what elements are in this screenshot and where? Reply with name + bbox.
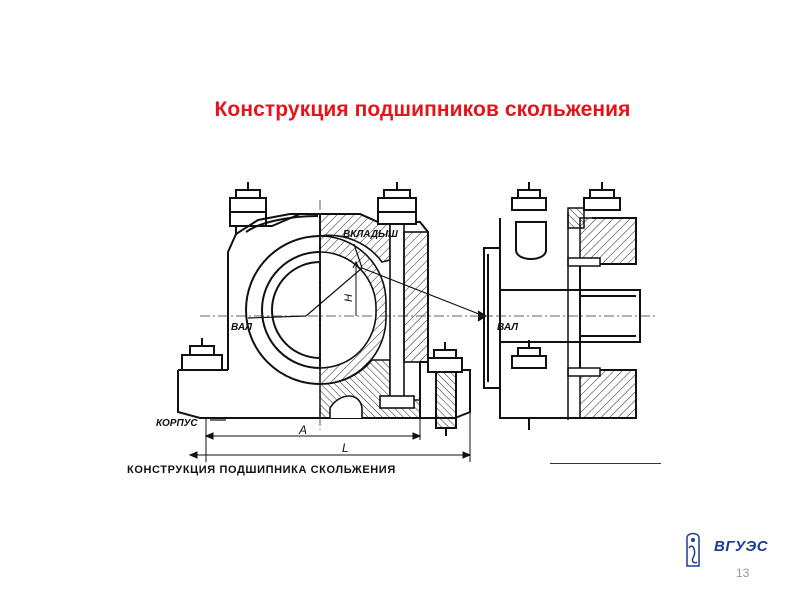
- dimension-h: [352, 260, 360, 316]
- logo-text: ВГУЭС: [714, 538, 769, 555]
- base-bolt-right: [427, 342, 463, 436]
- front-view-hatched: [319, 213, 429, 419]
- caption-underline: [550, 463, 661, 464]
- bearing-seat-outer: [245, 235, 321, 385]
- label-liner: ВКЛАДЫШ: [343, 229, 398, 240]
- base-bolt-left: [181, 338, 223, 371]
- dimension-l-label: L: [342, 441, 349, 455]
- dimension-h-label: H: [342, 294, 355, 302]
- drawing-caption: КОНСТРУКЦИЯ ПОДШИПНИКА СКОЛЬЖЕНИЯ: [127, 464, 396, 476]
- bolt-right-front: [377, 182, 417, 225]
- bolt-left: [229, 182, 267, 227]
- dimension-a-label: A: [299, 423, 308, 437]
- label-shaft-left: ВАЛ: [231, 322, 253, 333]
- label-shaft-right: ВАЛ: [497, 322, 519, 333]
- shaft-circle: [271, 261, 321, 359]
- dimension-lines: [188, 412, 472, 462]
- side-view-hatched: [567, 207, 637, 420]
- university-logo: [686, 532, 700, 567]
- slide-title: Конструкция подшипников скольжения: [214, 98, 631, 121]
- label-housing: КОРПУС: [156, 418, 198, 429]
- liner-outer: [261, 251, 321, 369]
- page-number: 13: [736, 566, 750, 580]
